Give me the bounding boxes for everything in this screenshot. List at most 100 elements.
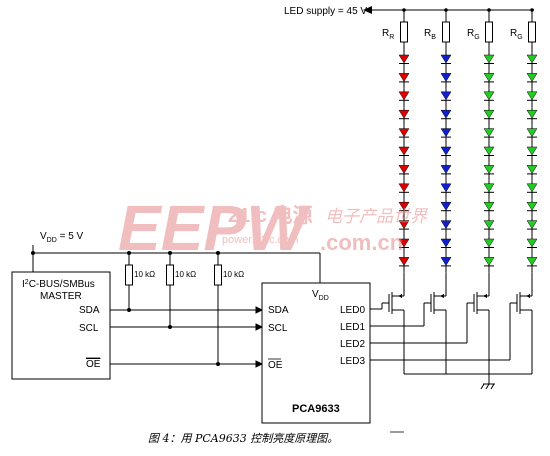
led-icon (398, 54, 410, 64)
led-icon (526, 238, 538, 248)
led-icon (398, 146, 410, 156)
led-icon (483, 238, 495, 248)
vdd-label: V (40, 231, 47, 242)
pullup-resistor-1: 10 kΩ (125, 251, 155, 312)
watermark: EEPW 21ic 电源 power.21ic.com .com.cn 电子产品… (118, 192, 428, 264)
led-string-1: RR (382, 8, 410, 273)
led-icon (483, 128, 495, 138)
master-line2: MASTER (40, 291, 82, 302)
pullup-resistor-2: 10 kΩ (166, 251, 196, 329)
led-string-4: RG (510, 8, 538, 273)
resistor-label: 10 kΩ (134, 270, 155, 279)
led-string-2: RB (424, 8, 452, 273)
led-drivers (370, 272, 533, 375)
led-icon (440, 54, 452, 64)
resistor-icon (125, 264, 133, 286)
resistor-label: 10 kΩ (175, 270, 196, 279)
led-icon (526, 183, 538, 193)
chip-vdd-sub: DD (319, 295, 329, 302)
led-icon (398, 220, 410, 230)
led-icon (526, 201, 538, 211)
led-icon (398, 183, 410, 193)
master-pin-sda: SDA (79, 305, 100, 316)
master-line1-post: C-BUS/SMBus (29, 279, 95, 290)
led-icon (526, 109, 538, 119)
led-icon (398, 109, 410, 119)
led-icon (440, 91, 452, 101)
led-icon (398, 238, 410, 248)
led-icon (526, 220, 538, 230)
watermark-logo: EEPW (118, 192, 311, 264)
led-icon (483, 91, 495, 101)
led-icon (440, 146, 452, 156)
led-icon (526, 128, 538, 138)
master-line1-pre: I (22, 279, 25, 290)
led-icon (483, 146, 495, 156)
led-icon (526, 257, 538, 266)
led-icon (398, 165, 410, 174)
resistor-icon (485, 21, 493, 43)
led-supply: LED supply = 45 V (284, 6, 534, 17)
resistor-icon (166, 264, 174, 286)
ground-icon (480, 374, 495, 390)
led-icon (483, 257, 495, 266)
led-icon (483, 54, 495, 64)
vdd-supply: VDD = 5 V (31, 231, 321, 283)
led-icon (440, 165, 452, 174)
svg-text:I2C-BUS/SMBus: I2C-BUS/SMBus (22, 279, 95, 290)
led-icon (483, 183, 495, 193)
figure-caption: 图 4：用 PCA9633 控制亮度原理图。 (148, 432, 338, 445)
led-icon (440, 109, 452, 119)
led-icon (483, 109, 495, 119)
svg-text:VDD = 5 V: VDD = 5 V (40, 231, 84, 244)
led-icon (398, 73, 410, 82)
led-icon (440, 201, 452, 211)
pca9633-chip: VDD SDA SCL OE LED0 LED1 LED2 LED3 PCA96… (261, 282, 371, 424)
pullup-resistors: 10 kΩ 10 kΩ 10 kΩ (125, 251, 244, 366)
led-string-3: RG (467, 8, 495, 273)
vdd-sub: DD (47, 237, 57, 244)
resistor-icon (528, 21, 536, 43)
i2c-master: I2C-BUS/SMBus MASTER SDA SCL OE (11, 271, 111, 380)
chip-pin-scl: SCL (268, 323, 288, 334)
resistor-label: RG (510, 28, 523, 41)
led-icon (440, 73, 452, 82)
resistor-icon (442, 21, 450, 43)
chip-pin-led3: LED3 (340, 356, 365, 367)
led-icon (483, 201, 495, 211)
svg-text:VDD: VDD (312, 289, 329, 302)
pullup-resistor-3: 10 kΩ (214, 251, 244, 366)
mosfet-driver-4 (370, 272, 533, 374)
chip-pin-led1: LED1 (340, 322, 365, 333)
watermark-cn: 电子产品世界 (325, 207, 428, 226)
led-icon (526, 91, 538, 101)
led-icon (440, 128, 452, 138)
mosfet-driver-1 (370, 272, 405, 374)
watermark-site: 21ic 电源 (228, 204, 312, 227)
led-icon (526, 165, 538, 174)
resistor-label: RR (382, 28, 394, 41)
watermark-com: .com.cn (320, 230, 403, 255)
led-icon (440, 238, 452, 248)
resistor-label: RB (424, 28, 436, 41)
master-pin-oe: OE (86, 359, 101, 370)
resistor-icon (214, 264, 222, 286)
master-pin-scl: SCL (79, 323, 99, 334)
chip-vdd: V (312, 289, 319, 300)
led-columns: RR RB RG RG (382, 8, 538, 273)
chip-pin-led0: LED0 (340, 305, 365, 316)
resistor-label: 10 kΩ (223, 270, 244, 279)
vdd-value: = 5 V (57, 231, 84, 242)
led-icon (440, 220, 452, 230)
bus-lines (110, 306, 264, 368)
led-icon (526, 73, 538, 82)
led-icon (398, 91, 410, 101)
supply-label: LED supply = 45 V (284, 6, 367, 17)
chip-pin-sda: SDA (268, 305, 289, 316)
led-icon (398, 257, 410, 266)
led-icon (483, 73, 495, 82)
led-icon (398, 201, 410, 211)
supply-arrow-icon (363, 6, 372, 14)
chip-name: PCA9633 (292, 403, 340, 415)
